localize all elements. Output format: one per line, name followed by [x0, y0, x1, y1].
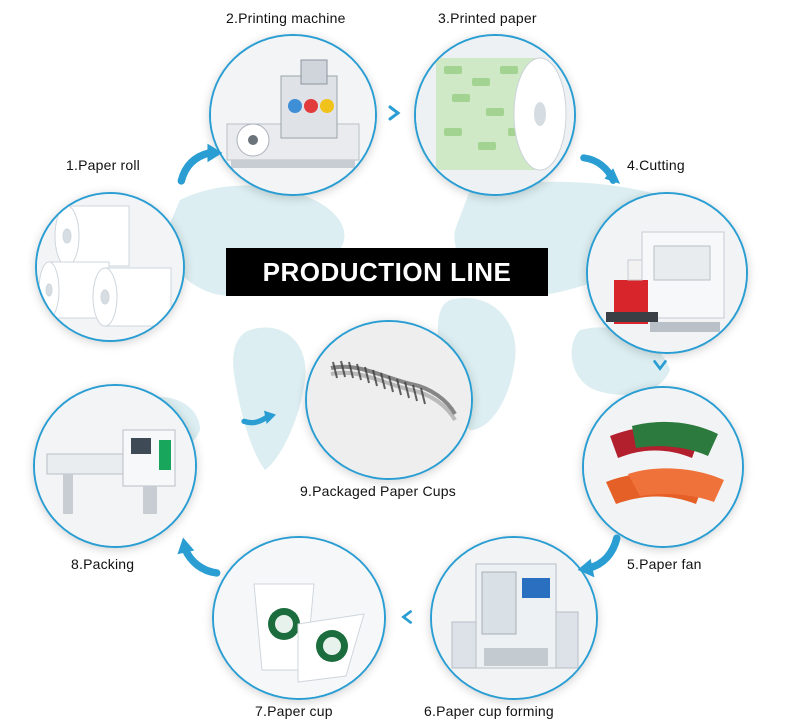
production-line-title: PRODUCTION LINE: [226, 248, 548, 296]
arrow-icon: [388, 105, 401, 121]
printing-machine-image: [209, 34, 377, 196]
step-label-packaged-paper-cups: 9.Packaged Paper Cups: [300, 483, 456, 499]
step-label-packing: 8.Packing: [71, 556, 135, 572]
arrow-icon: [653, 360, 667, 371]
step-label-paper-cup-forming: 6.Paper cup forming: [424, 703, 554, 719]
step-label-cutting: 4.Cutting: [627, 157, 685, 173]
arrow-icon: [580, 154, 621, 184]
packing-machine-image: [33, 384, 197, 548]
step-label-paper-cup: 7.Paper cup: [255, 703, 333, 719]
printed-paper-image: [414, 34, 576, 196]
arrow-icon: [177, 143, 223, 185]
step-label-printed-paper: 3.Printed paper: [438, 10, 537, 26]
paper-roll-image: [35, 192, 185, 342]
step-label-paper-roll: 1.Paper roll: [66, 157, 140, 173]
paper-cup-forming-machine-image: [430, 536, 598, 700]
paper-cup-image: [212, 536, 386, 700]
arrow-icon: [577, 534, 621, 578]
cutting-machine-image: [586, 192, 748, 354]
paper-fan-image: [582, 386, 744, 548]
arrow-icon: [177, 537, 221, 577]
step-label-printing-machine: 2.Printing machine: [226, 10, 346, 26]
packaged-paper-cups-image: [305, 320, 473, 480]
step-label-paper-fan: 5.Paper fan: [627, 556, 702, 572]
arrow-icon: [401, 610, 412, 624]
arrow-icon: [241, 410, 276, 426]
